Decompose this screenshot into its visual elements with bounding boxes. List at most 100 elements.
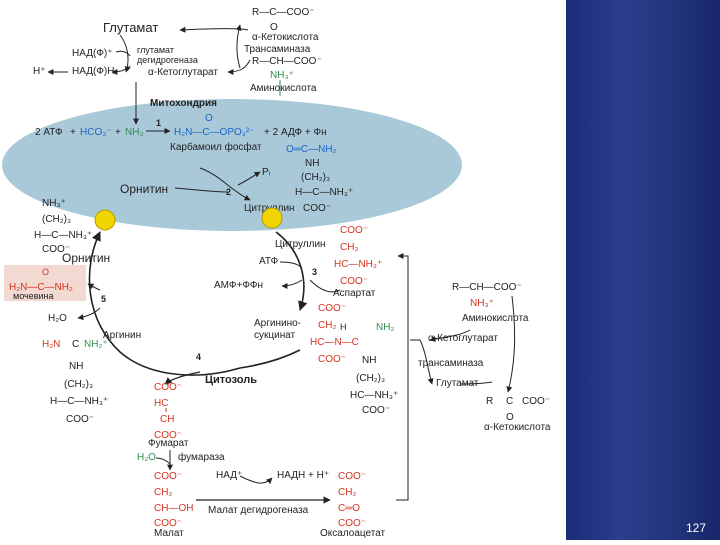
keto-coo: COO⁻: [522, 396, 550, 407]
mal-3: CH—OH: [154, 503, 193, 514]
orn-1: NH₃⁺: [42, 198, 66, 209]
citr-1: O═C—NH₂: [286, 144, 337, 155]
h2o-left: H₂O: [48, 313, 67, 324]
mitochondria-section: Митохондрия 2 АТФ + HCO₃⁻ + NH₃ 1 O H₂N—…: [35, 98, 353, 214]
hco3: HCO₃⁻: [80, 127, 112, 138]
arginine-label: Аргинин: [103, 330, 141, 341]
fumarate-label: Фумарат: [148, 438, 189, 449]
atp-cyto: АТФ: [259, 256, 279, 267]
as-2: CH₂: [318, 320, 336, 331]
nadph: НАД(Ф)Н: [72, 66, 114, 77]
fum-2: HC: [154, 398, 168, 409]
keto-acid-o: O: [270, 22, 278, 33]
as-5: NH₂: [376, 322, 394, 333]
cytosol-section: Цитозоль Цитруллин АТФ 3 АМФ+ФФн COO⁻ CH…: [196, 225, 398, 416]
glutamate-right: Глутамат: [436, 378, 479, 389]
h2o-bottom: H₂O: [137, 452, 156, 463]
oaa-3: C═O: [338, 503, 360, 514]
plus-1: +: [70, 127, 76, 138]
as-1: COO⁻: [318, 303, 346, 314]
orn-3: H—C—NH₃⁺: [34, 230, 92, 241]
oaa-2: CH₂: [338, 487, 356, 498]
mal-4: COO⁻: [154, 518, 182, 529]
gdh-enzyme-line1: глутамат: [137, 45, 174, 55]
alpha-kg-right: α-Кетоглутарат: [428, 333, 498, 344]
citr-4: H—C—NH₃⁺: [295, 187, 353, 198]
carbamoyl-o: O: [205, 113, 213, 124]
mdh-label: Малат дегидрогеназа: [208, 505, 309, 516]
arg-3: NH₂⁺: [84, 339, 108, 350]
amino-formula-right: R—CH—COO⁻: [452, 282, 522, 293]
citr-5: COO⁻: [303, 203, 331, 214]
citr-3: (CH₂)₃: [301, 172, 330, 183]
plus-2: +: [115, 127, 121, 138]
keto-r: R: [486, 396, 493, 407]
mito-products: + 2 АДФ + Фн: [264, 127, 327, 138]
amino-acid-right: Аминокислота: [462, 313, 529, 324]
step-1: 1: [156, 118, 161, 128]
blue-side-panel: [566, 0, 720, 540]
step-4: 4: [196, 352, 201, 362]
keto-acid-top: α-Кетокислота: [252, 32, 319, 43]
urea-o: O: [42, 267, 49, 277]
amino-formula-top: R—CH—COO⁻: [252, 56, 322, 67]
as-3: HC—N—C: [310, 337, 359, 348]
nh3-mito: NH₃: [125, 127, 144, 138]
asp-4: COO⁻: [340, 276, 368, 287]
bottom-section: COO⁻ HC CH COO⁻ Фумарат H₂O фумараза COO…: [137, 382, 386, 539]
carbamoyl-phosphate: Карбамоил фосфат: [170, 141, 262, 153]
asp-1: COO⁻: [340, 225, 368, 236]
as-9: COO⁻: [318, 354, 346, 365]
arg-5: (CH₂)₃: [64, 379, 93, 390]
pi: Pᵢ: [262, 167, 271, 178]
oaa-1: COO⁻: [338, 471, 366, 482]
argsucc-2: сукцинат: [254, 330, 296, 341]
fum-4: COO⁻: [154, 430, 182, 441]
step-2: 2: [226, 187, 231, 197]
orn-4: COO⁻: [42, 244, 70, 255]
orn-2: (CH₂)₃: [42, 214, 71, 225]
h-plus: H⁺: [33, 66, 46, 77]
as-10: COO⁻: [362, 405, 390, 416]
as-8: HC—NH₃⁺: [350, 390, 398, 401]
malate-label: Малат: [154, 528, 184, 539]
top-section: Глутамат НАД(Ф)⁺ НАД(Ф)Н H⁺ глутамат дег…: [33, 7, 322, 96]
arg-6: H—C—NH₃⁺: [50, 396, 108, 407]
cytosol-label: Цитозоль: [205, 374, 257, 386]
mito-label: Митохондрия: [150, 98, 217, 109]
nad-plus: НАД⁺: [216, 470, 242, 481]
keto-acid-right: α-Кетокислота: [484, 422, 551, 433]
citrulline-transporter: [261, 207, 283, 229]
page-number: 127: [686, 521, 707, 535]
amino-acid-top: Аминокислота: [250, 83, 317, 94]
aspartate-label: Аспартат: [333, 288, 376, 299]
step-3: 3: [312, 267, 317, 277]
left-section: NH₃⁺ (CH₂)₃ H—C—NH₃⁺ COO⁻ Орнитин O H₂N—…: [4, 198, 141, 425]
mitochondrion-shape: [2, 99, 462, 231]
arg-2: C: [72, 339, 79, 350]
fumarase: фумараза: [178, 451, 225, 463]
fum-1: COO⁻: [154, 382, 182, 393]
urea-box: [4, 265, 86, 301]
gdh-enzyme-line2: дегидрогеназа: [137, 55, 198, 65]
transaminase-top: Трансаминаза: [244, 44, 311, 55]
ornithine-mito: Орнитин: [120, 182, 168, 196]
arg-1: H₂N: [42, 339, 60, 350]
as-7: (CH₂)₃: [356, 373, 385, 384]
atp-2: 2 АТФ: [35, 127, 63, 138]
mal-1: COO⁻: [154, 471, 182, 482]
arg-7: COO⁻: [66, 414, 94, 425]
keto-o: O: [506, 412, 514, 423]
urea-formula: H₂N—C—NH₂: [9, 282, 73, 293]
asp-2: CH₂: [340, 242, 358, 253]
oxaloacetate-label: Оксалоацетат: [320, 528, 386, 539]
urea-label: мочевина: [13, 291, 53, 301]
keto-c: C: [506, 396, 513, 407]
amino-nh3-right: NH₃⁺: [470, 298, 494, 309]
amp: АМФ+ФФн: [214, 280, 263, 291]
asp-3: HC—NH₃⁺: [334, 259, 382, 270]
amino-nh3-top: NH₃⁺: [270, 70, 294, 81]
mal-2: CH₂: [154, 487, 172, 498]
right-section: R—CH—COO⁻ NH₃⁺ Аминокислота α-Кетоглутар…: [410, 282, 551, 433]
as-4: H: [340, 322, 347, 332]
